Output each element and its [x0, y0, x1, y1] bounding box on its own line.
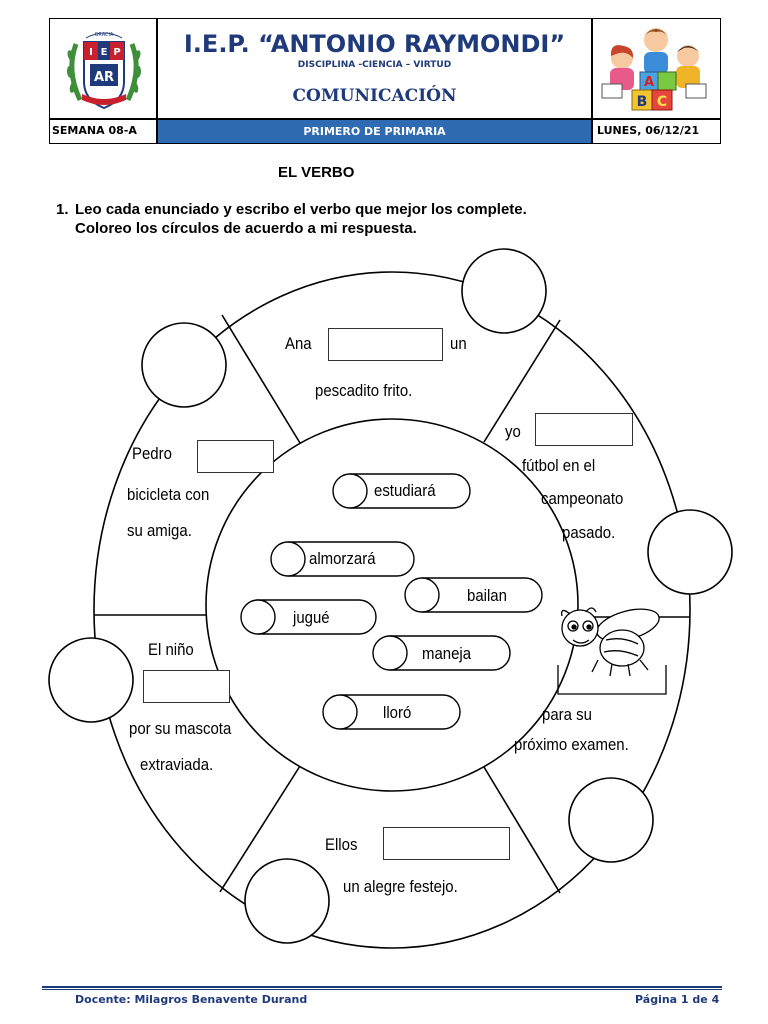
- block-c-letter: C: [657, 94, 667, 110]
- sentence-bee-line1: para su: [542, 705, 592, 724]
- outer-ring: [93, 271, 691, 949]
- verb-label-lloro: lloró: [383, 703, 412, 722]
- logo-band-right: P: [113, 47, 120, 58]
- sentence-ellos-line2: un alegre festejo.: [343, 877, 458, 896]
- school-motto: DISCIPLINA -CIENCIA – VIRTUD: [297, 60, 452, 70]
- verb-capsule-estudiara[interactable]: [332, 473, 471, 509]
- header-frame: [49, 18, 721, 144]
- sentence-ana-line2: pescadito frito.: [315, 381, 413, 400]
- color-circle-yo[interactable]: [647, 509, 733, 595]
- verb-capsule-bailan[interactable]: [404, 577, 543, 613]
- verb-capsule-maneja[interactable]: [372, 635, 511, 671]
- color-circle-ellos[interactable]: [244, 858, 330, 944]
- verb-capsule-almorzara[interactable]: [270, 541, 415, 577]
- sentence-bee-line2: próximo examen.: [514, 735, 629, 754]
- grade-label: PRIMERO DE PRIMARIA: [303, 124, 446, 138]
- block-a-letter: A: [644, 75, 654, 90]
- verb-label-jugue: jugué: [293, 608, 330, 627]
- sentence-yo-line2: fútbol en el: [522, 456, 596, 475]
- sentence-ana-subject: Ana: [285, 334, 312, 353]
- bee-icon: [557, 607, 667, 695]
- grade-bar: PRIMERO DE PRIMARIA: [158, 119, 591, 143]
- sentence-pedro-line2: bicicleta con: [127, 485, 210, 504]
- sentence-nino-line3: extraviada.: [140, 755, 214, 774]
- header-divider-left: [156, 18, 158, 144]
- logo-top-text: GRACIA: [95, 32, 114, 38]
- kids-reading-illustration: A B C: [601, 28, 707, 111]
- sentence-nino-line1: El niño: [148, 640, 194, 659]
- answer-box-ana[interactable]: [328, 328, 443, 361]
- sentence-yo-subject: yo: [505, 422, 521, 441]
- sentence-yo-line3: campeonato: [541, 489, 624, 508]
- color-circle-bee[interactable]: [568, 777, 654, 863]
- sentence-ellos-subject: Ellos: [325, 835, 358, 854]
- verb-label-bailan: bailan: [467, 586, 507, 605]
- answer-box-pedro[interactable]: [197, 440, 274, 473]
- footer-teacher: Docente: Milagros Benavente Durand: [75, 993, 308, 1006]
- sentence-pedro-subject: Pedro: [132, 444, 172, 463]
- header-divider-right: [591, 18, 593, 144]
- sentence-ana-after: un: [450, 334, 467, 353]
- worksheet-title: EL VERBO: [278, 164, 355, 181]
- instruction-line-2: Coloreo los círculos de acuerdo a mi res…: [75, 220, 417, 237]
- instruction-number: 1.: [56, 201, 69, 218]
- color-circle-ana[interactable]: [461, 248, 547, 334]
- verb-label-maneja: maneja: [422, 644, 472, 663]
- logo-band-left: I: [89, 47, 93, 58]
- logo-band-mid: E: [101, 47, 108, 58]
- inner-circle: [205, 418, 579, 792]
- color-circle-nino[interactable]: [48, 637, 134, 723]
- subject-title: COMUNICACIÓN: [292, 86, 457, 106]
- verb-label-estudiara: estudiará: [374, 481, 436, 500]
- verb-capsule-jugue[interactable]: [240, 599, 377, 635]
- verb-label-almorzara: almorzará: [309, 549, 376, 568]
- block-b-letter: B: [637, 94, 648, 110]
- footer-page-number: Página 1 de 4: [635, 993, 720, 1006]
- footer-rule-thin: [42, 989, 722, 990]
- color-circle-pedro[interactable]: [141, 322, 227, 408]
- date-label: LUNES, 06/12/21: [597, 124, 700, 137]
- week-label: SEMANA 08-A: [52, 124, 137, 137]
- sentence-nino-line2: por su mascota: [129, 719, 232, 738]
- sentence-yo-line4: pasado.: [562, 523, 616, 542]
- verb-capsule-lloro[interactable]: [322, 694, 461, 730]
- sentence-pedro-line3: su amiga.: [127, 521, 192, 540]
- school-logo: I E P AR GRACIA: [66, 32, 142, 110]
- answer-box-ellos[interactable]: [383, 827, 510, 860]
- answer-box-nino[interactable]: [143, 670, 230, 703]
- instruction-line-1: Leo cada enunciado y escribo el verbo qu…: [75, 201, 527, 218]
- footer-rule: [42, 986, 722, 988]
- answer-box-yo[interactable]: [535, 413, 633, 446]
- header-divider-row: [49, 118, 721, 120]
- logo-initials: AR: [94, 70, 114, 85]
- school-name: I.E.P. “ANTONIO RAYMONDI”: [183, 30, 566, 58]
